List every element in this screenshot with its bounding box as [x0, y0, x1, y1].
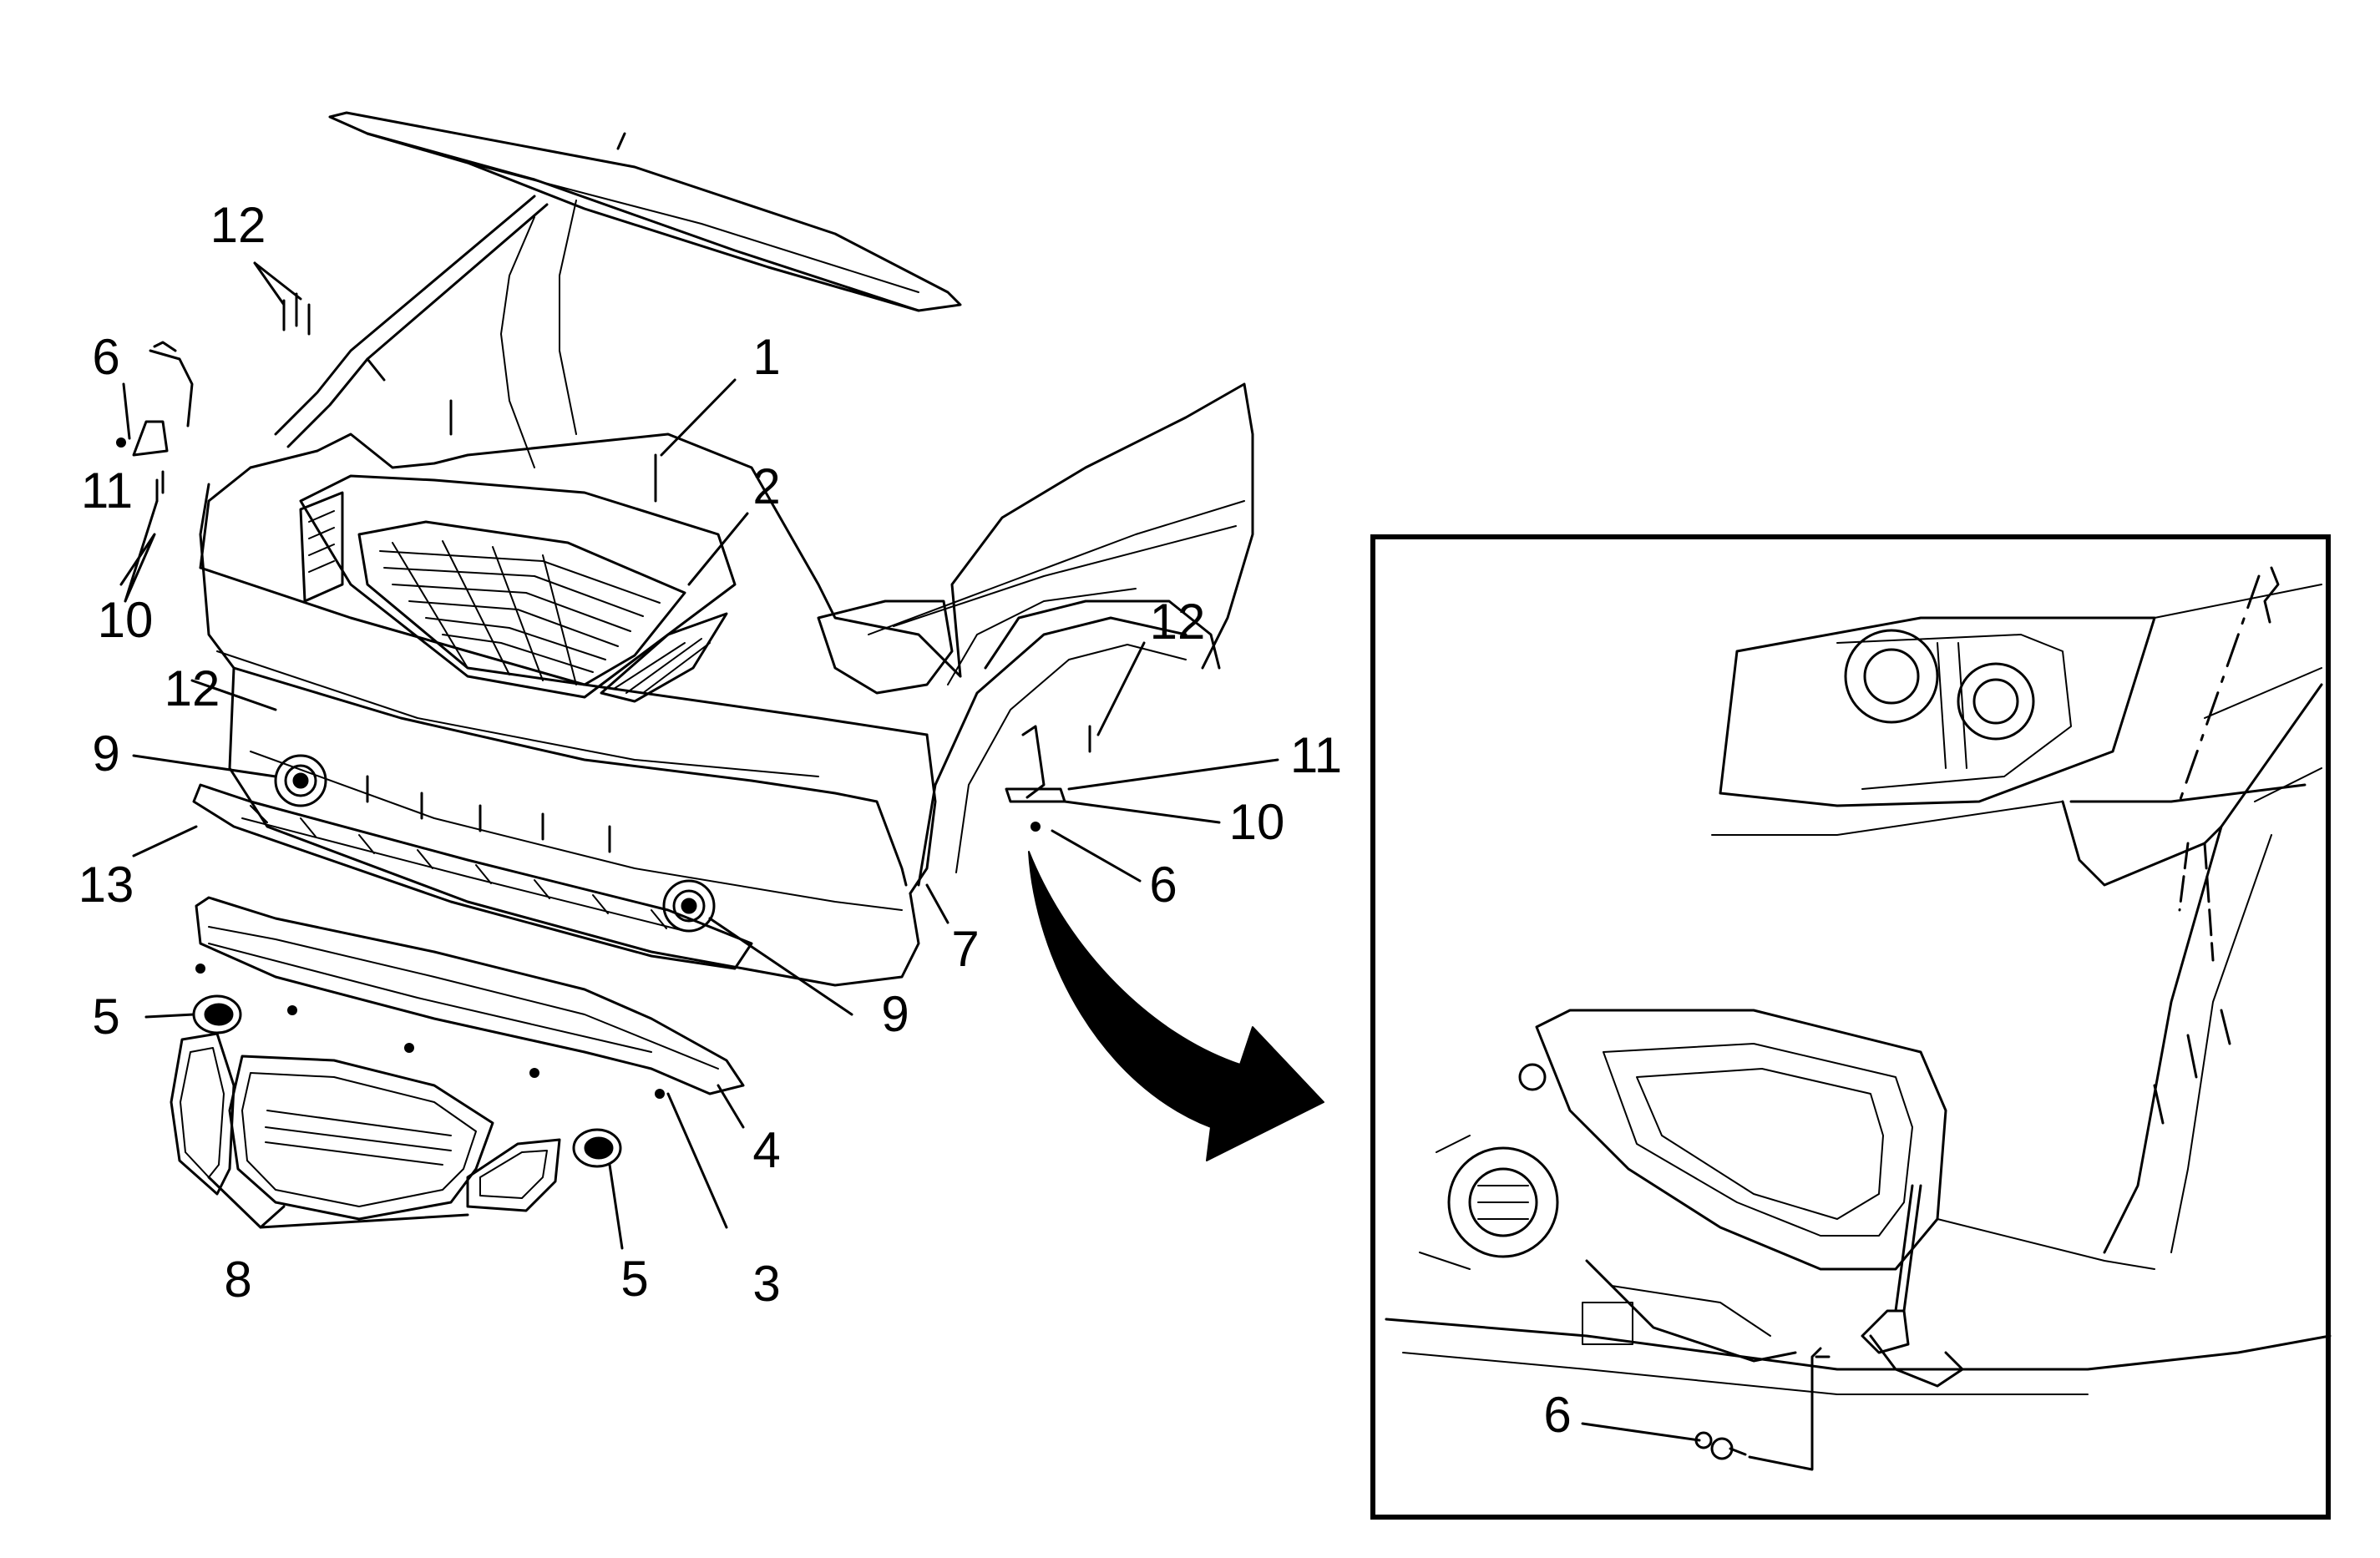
callout-2: 2 — [752, 458, 781, 514]
callout-3: 3 — [752, 1256, 781, 1312]
callout-11-right: 11 — [1289, 727, 1343, 783]
callout-5-left: 5 — [92, 989, 120, 1045]
fog-lamp-bezel-left — [192, 994, 242, 1034]
hood-outline — [328, 111, 962, 312]
callout-12-right: 12 — [1149, 594, 1206, 650]
callout-9-left: 9 — [92, 726, 120, 782]
fastener-pushpins — [116, 438, 1041, 1099]
hood-hinge-left — [274, 195, 549, 448]
callout-6-left: 6 — [92, 329, 120, 385]
fastener-screws — [155, 292, 1091, 853]
fog-lamp-bezel-right — [572, 1128, 622, 1168]
callout-12-left: 12 — [164, 660, 220, 716]
inset-detail-artwork — [1385, 566, 2332, 1471]
callout-11-left: 11 — [80, 463, 134, 518]
fog-lamp-right — [662, 879, 716, 933]
callout-4: 4 — [752, 1122, 781, 1178]
detail-view-arrow — [1028, 851, 1324, 1161]
callout-13: 13 — [78, 857, 134, 913]
callout-9-right: 9 — [881, 986, 909, 1042]
callout-12-top: 12 — [210, 197, 266, 253]
callout-6-inset: 6 — [1543, 1387, 1572, 1443]
callout-7: 7 — [951, 921, 980, 977]
leader-lines — [119, 261, 1279, 1250]
callout-5-right: 5 — [620, 1251, 649, 1307]
bracket-left — [132, 341, 194, 457]
callout-6-right: 6 — [1149, 857, 1177, 913]
front-fascia-body — [199, 200, 1254, 987]
grille-trim-pieces — [170, 1032, 561, 1221]
bracket-right — [1005, 725, 1066, 803]
front-energy-absorber — [195, 896, 745, 1095]
callout-10-right: 10 — [1228, 794, 1285, 850]
callout-8: 8 — [224, 1252, 252, 1308]
callout-10-left: 10 — [97, 592, 154, 648]
lower-grille-strip — [192, 783, 753, 970]
detail-inset-frame — [1370, 534, 2331, 1520]
fog-lamp-left — [274, 754, 327, 807]
callout-1: 1 — [752, 329, 781, 385]
